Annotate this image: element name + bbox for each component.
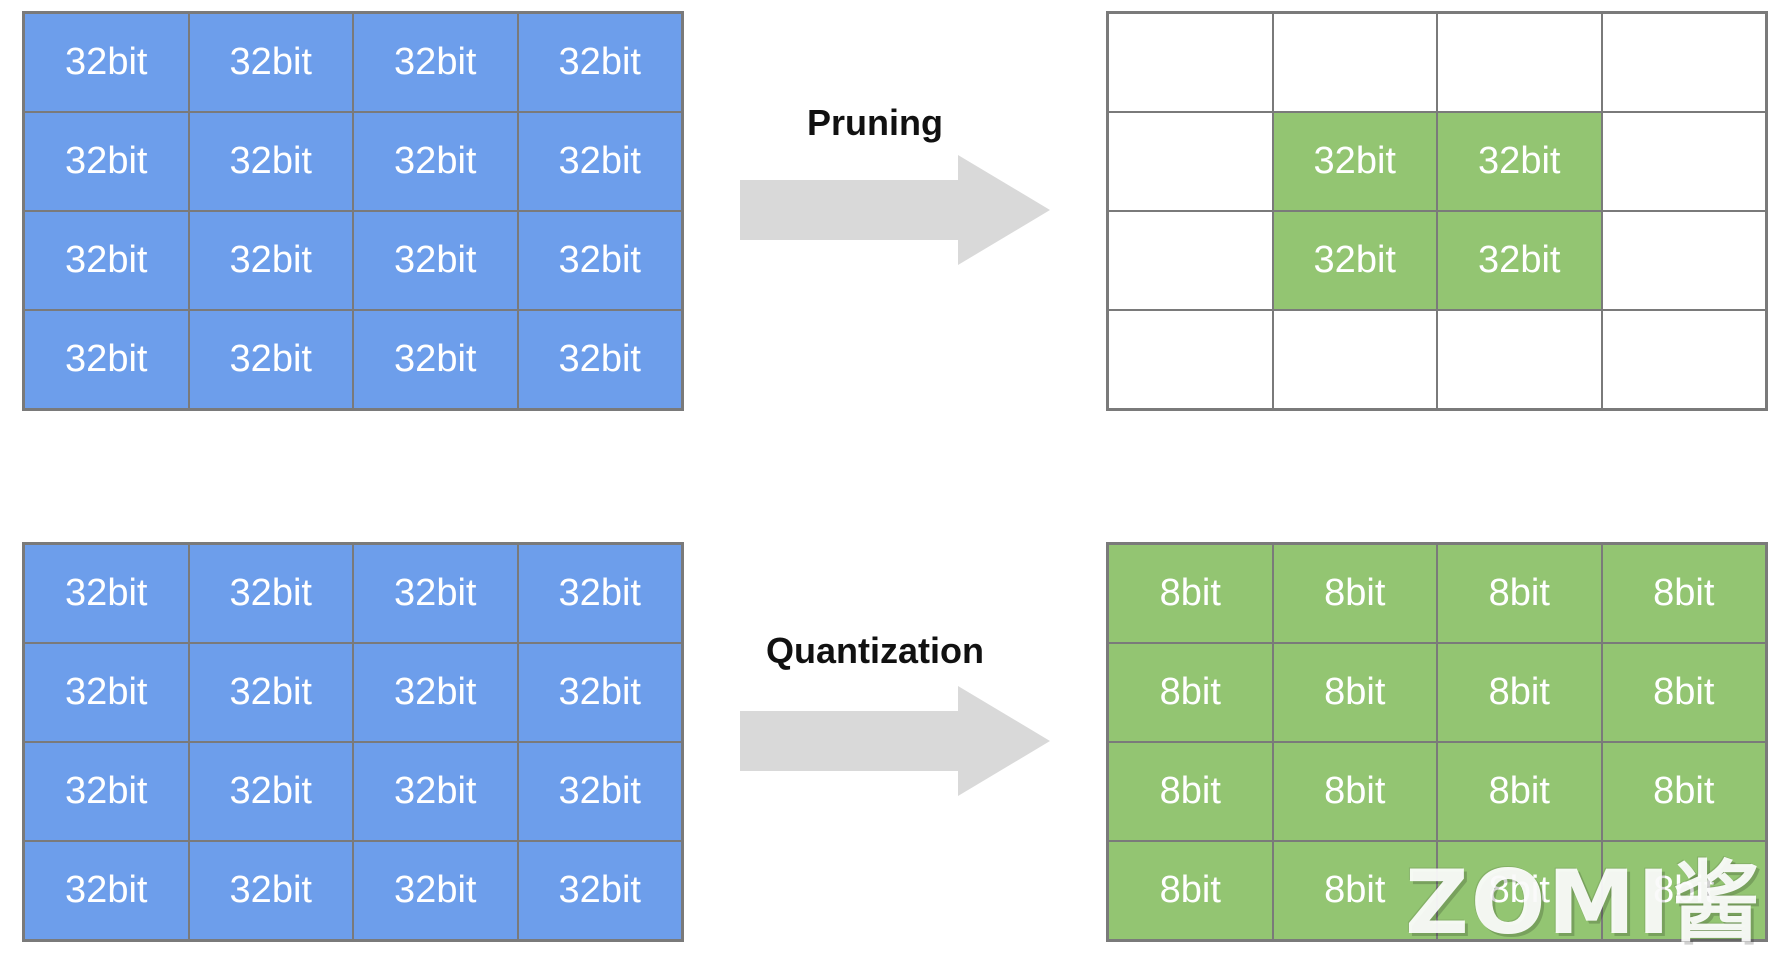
matrix-cell: 32bit — [353, 112, 518, 211]
matrix-cell: 8bit — [1437, 742, 1602, 841]
matrix-cell: 8bit — [1437, 643, 1602, 742]
matrix-cell: 8bit — [1108, 841, 1273, 940]
matrix-cell: 32bit — [353, 310, 518, 409]
empty-matrix-cell — [1108, 211, 1273, 310]
matrix-cell: 32bit — [353, 643, 518, 742]
matrix-cell: 32bit — [517, 742, 682, 841]
matrix-cell: 8bit — [1601, 742, 1766, 841]
empty-matrix-cell — [1437, 310, 1602, 409]
matrix-cell: 32bit — [188, 742, 353, 841]
empty-matrix-cell — [1601, 310, 1766, 409]
matrix-cell: 8bit — [1272, 643, 1437, 742]
empty-matrix-cell — [1601, 211, 1766, 310]
quantization-arrow-icon — [740, 686, 1050, 796]
pruning-label: Pruning — [807, 102, 943, 143]
matrix-cell: 32bit — [517, 112, 682, 211]
matrix-cell: 32bit — [1272, 112, 1437, 211]
empty-matrix-cell — [1272, 310, 1437, 409]
matrix-cell: 32bit — [1437, 211, 1602, 310]
matrix-cell: 32bit — [24, 310, 189, 409]
empty-matrix-cell — [1108, 310, 1273, 409]
matrix-cell: 32bit — [517, 841, 682, 940]
matrix-cell: 32bit — [517, 643, 682, 742]
matrix-cell: 32bit — [24, 112, 189, 211]
matrix-cell: 8bit — [1437, 841, 1602, 940]
matrix-cell: 32bit — [188, 841, 353, 940]
matrix-cell: 32bit — [188, 544, 353, 643]
matrix-cell: 32bit — [517, 310, 682, 409]
quantization-label: Quantization — [766, 630, 984, 671]
watermark-logo: ZOMI酱 — [1405, 851, 1762, 954]
matrix-cell: 32bit — [188, 112, 353, 211]
matrix-cell: 32bit — [1272, 211, 1437, 310]
matrix-cell: 8bit — [1272, 544, 1437, 643]
matrix-cell: 32bit — [188, 310, 353, 409]
pruning-arrow-icon — [740, 155, 1050, 265]
matrix-cell: 8bit — [1272, 742, 1437, 841]
matrix-cell: 8bit — [1108, 544, 1273, 643]
matrix-cell: 8bit — [1601, 841, 1766, 940]
matrix-cell: 32bit — [188, 211, 353, 310]
matrix-cell: 32bit — [517, 544, 682, 643]
matrix-cell: 32bit — [24, 13, 189, 112]
matrix-cell: 32bit — [353, 211, 518, 310]
matrix-cell: 8bit — [1108, 742, 1273, 841]
matrix-cell: 32bit — [353, 742, 518, 841]
empty-matrix-cell — [1601, 13, 1766, 112]
matrix-cell: 32bit — [24, 211, 189, 310]
empty-matrix-cell — [1108, 112, 1273, 211]
matrix-cell: 8bit — [1108, 643, 1273, 742]
empty-matrix-cell — [1108, 13, 1273, 112]
matrix-cell: 32bit — [353, 13, 518, 112]
matrix-cell: 32bit — [188, 13, 353, 112]
empty-matrix-cell — [1601, 112, 1766, 211]
empty-matrix-cell — [1272, 13, 1437, 112]
matrix-cell: 32bit — [24, 841, 189, 940]
empty-matrix-cell — [1437, 13, 1602, 112]
matrix-cell: 32bit — [1437, 112, 1602, 211]
matrix-cell: 32bit — [24, 544, 189, 643]
matrix-cell: 32bit — [353, 544, 518, 643]
matrix-cell: 32bit — [24, 742, 189, 841]
matrix-cell: 8bit — [1601, 643, 1766, 742]
matrix-cell: 8bit — [1272, 841, 1437, 940]
matrix-cell: 32bit — [24, 643, 189, 742]
matrix-cell: 32bit — [517, 211, 682, 310]
matrix-cell: 8bit — [1437, 544, 1602, 643]
matrix-cell: 32bit — [188, 643, 353, 742]
matrix-cell: 32bit — [517, 13, 682, 112]
matrix-cell: 32bit — [353, 841, 518, 940]
matrix-cell: 8bit — [1601, 544, 1766, 643]
